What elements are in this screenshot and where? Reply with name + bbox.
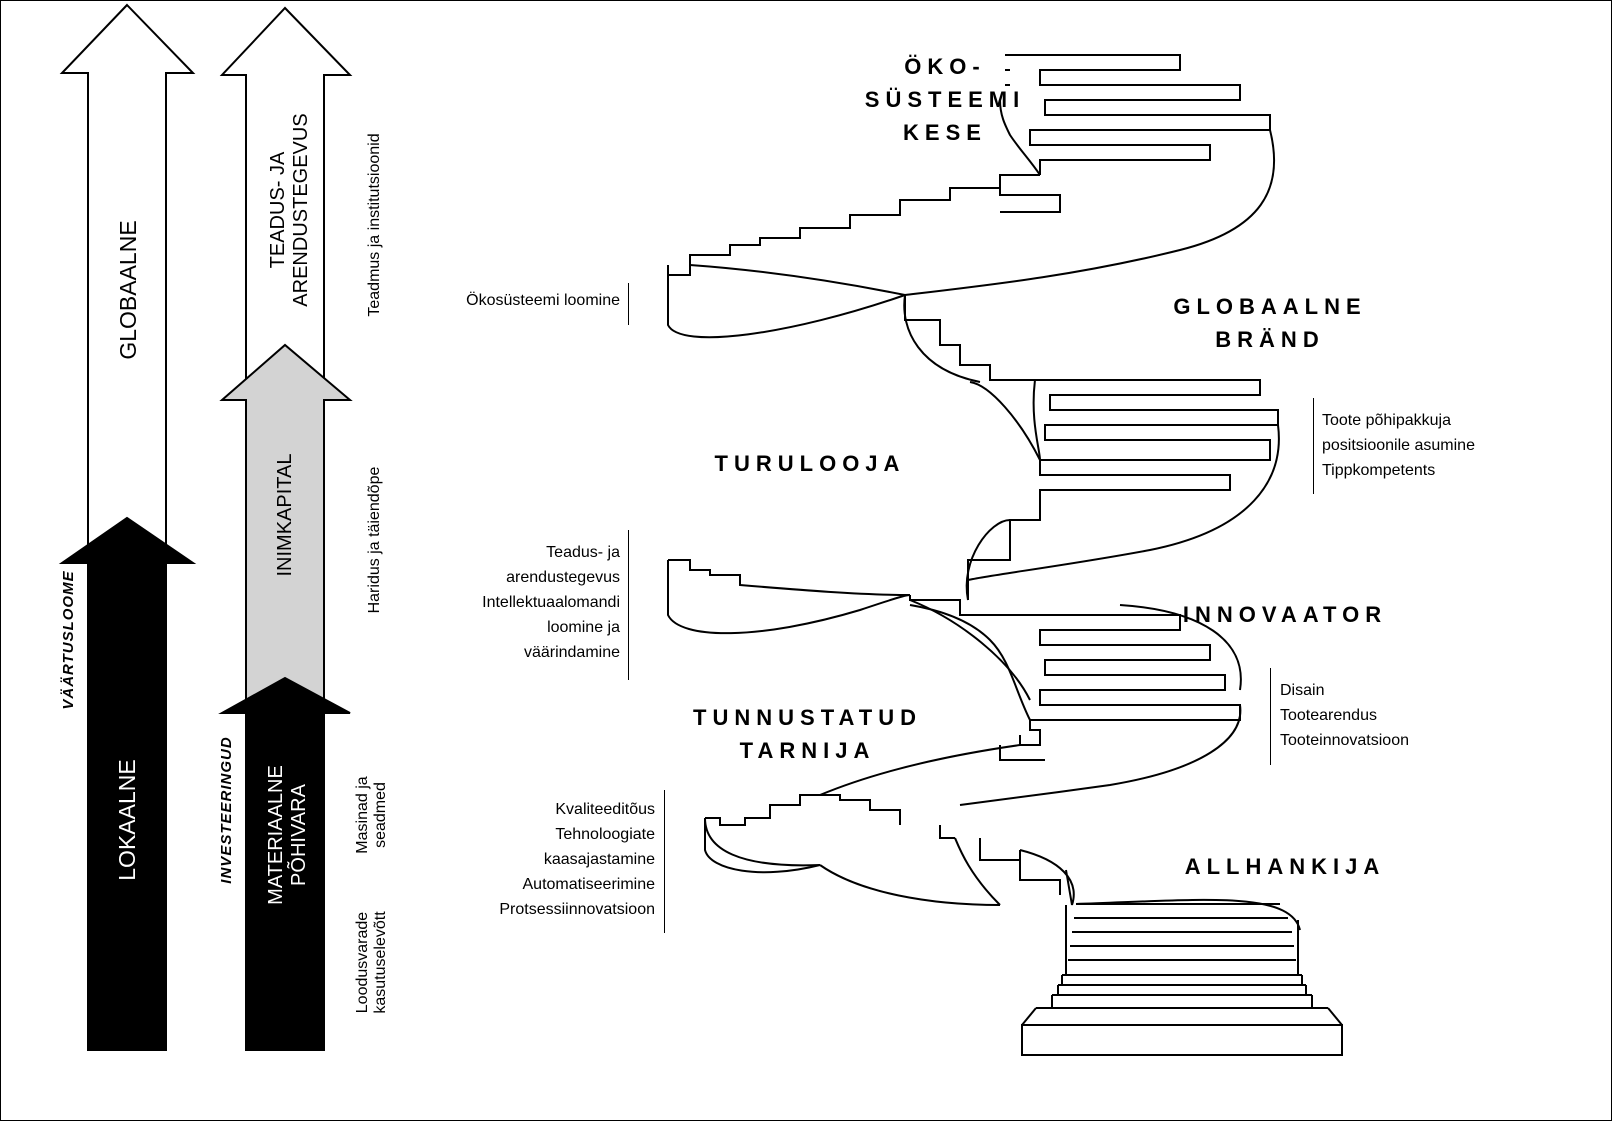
label-lokaalne: LOKAALNE xyxy=(113,759,140,881)
label-masinad: Masinad ja seadmed xyxy=(353,776,389,854)
staircase-turn-1 xyxy=(704,794,1301,975)
label-teadmus: Teadmus ja institutsioonid xyxy=(365,133,383,317)
staircase-turn-4 xyxy=(904,54,1275,296)
label-teadus: TEADUS- JA ARENDUSTEGEVUS xyxy=(267,113,312,307)
note-kvaliteet-line xyxy=(664,790,665,933)
arrow-materiaalne xyxy=(218,676,351,1051)
arrow-lokaalne xyxy=(58,516,197,1051)
note-kvaliteet: Kvaliteeditõus Tehnoloogiate kaasajastam… xyxy=(499,801,655,918)
stage-tunnustatud: TUNNUSTATUD TARNIJA xyxy=(693,705,922,763)
staircase-turn-2 xyxy=(667,379,1280,806)
staircase-turn-3 xyxy=(667,174,1041,461)
note-okosusteem-line xyxy=(628,283,629,325)
stage-turulooja: TURULOOJA xyxy=(714,451,906,476)
stage-innovaator: INNOVAATOR xyxy=(1182,602,1388,627)
note-teadus: Teadus- ja arendustegevus Intellektuaalo… xyxy=(482,544,620,661)
note-toote-line xyxy=(1313,398,1314,494)
note-teadus-line xyxy=(628,530,629,680)
note-disain-line xyxy=(1270,668,1271,765)
note-toote: Toote põhipakkuja positsioonile asumine … xyxy=(1322,412,1475,479)
note-disain: Disain Tootearendus Tooteinnovatsioon xyxy=(1280,682,1409,749)
label-haridus: Haridus ja täiendõpe xyxy=(365,466,383,614)
stage-oko: ÖKO- SÜSTEEMI KESE xyxy=(864,54,1026,145)
label-materiaalne: MATERIAALNE PÕHIVARA xyxy=(265,765,310,905)
label-loodusvarade: Loodusvarade kasutuselevõtt xyxy=(353,911,389,1014)
label-vaartusloome: VÄÄRTUSLOOME xyxy=(60,570,78,710)
stage-allhankija: ALLHANKIJA xyxy=(1184,854,1386,879)
stage-globaalne-brand: GLOBAALNE BRÄND xyxy=(1173,294,1367,352)
staircase-base xyxy=(1021,974,1343,1056)
label-inimkapital: INIMKAPITAL xyxy=(273,453,296,577)
label-globaalne: GLOBAALNE xyxy=(114,220,141,360)
label-investeeringud: INVESTEERINGUD xyxy=(218,736,236,884)
note-okosusteem: Ökosüsteemi loomine xyxy=(466,292,620,309)
